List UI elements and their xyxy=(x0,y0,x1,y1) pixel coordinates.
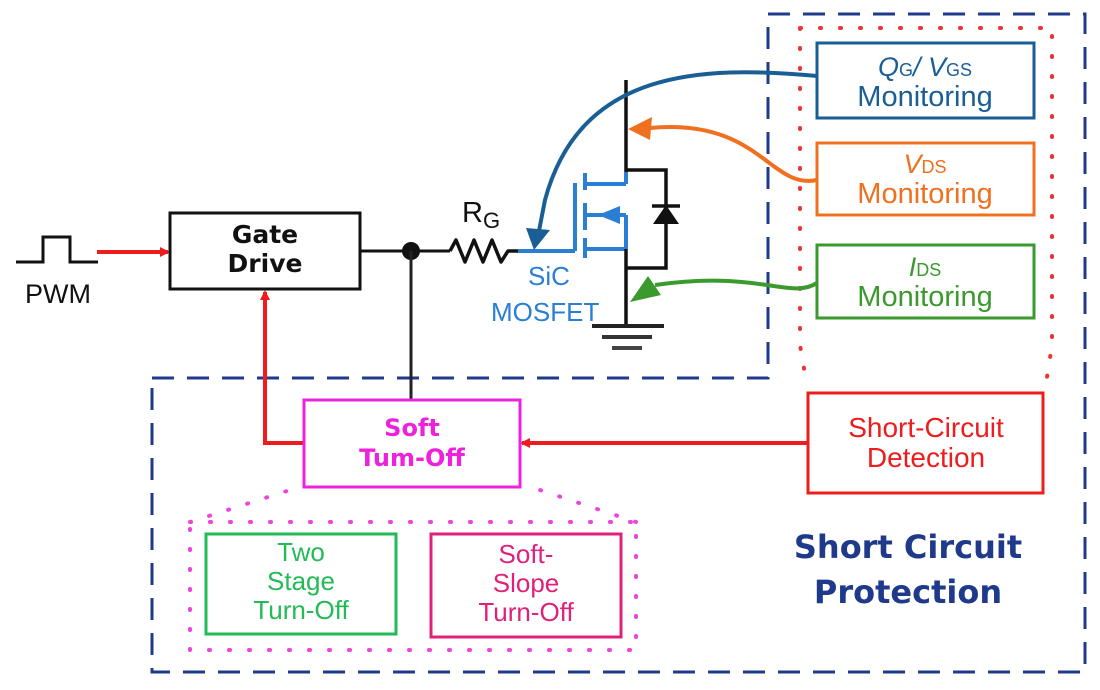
detection-label-line2: Detection xyxy=(867,442,985,473)
resistor-label: RG xyxy=(462,197,500,233)
soft-turnoff-block[interactable]: Soft Tum-Off xyxy=(302,398,522,489)
vgs-symbol: V xyxy=(928,52,949,82)
gate-drive-block[interactable]: Gate Drive xyxy=(168,211,362,291)
two-stage-line3: Turn-Off xyxy=(253,595,349,625)
ids-sense-curve xyxy=(654,278,819,291)
qg-vgs-monitoring-block[interactable]: QG/ VGS Monitoring xyxy=(815,41,1036,120)
qg-symbol: Q xyxy=(878,52,899,82)
vgs-subscript: GS xyxy=(946,60,972,80)
two-stage-line2: Stage xyxy=(267,566,335,596)
qg-vgs-title: QG/ VGS xyxy=(878,52,972,82)
soft-turnoff-to-gate-drive-path xyxy=(260,290,304,445)
ids-symbol: I xyxy=(909,252,917,282)
soft-turnoff-label-line1: Soft xyxy=(384,414,440,442)
soft-slope-line3: Turn-Off xyxy=(478,597,574,627)
mosfet-label-line2: MOSFET xyxy=(491,297,599,327)
gate-drive-label-line2: Drive xyxy=(228,249,303,278)
gate-resistor-icon xyxy=(448,238,518,264)
protection-title-line1: Short Circuit xyxy=(794,528,1022,566)
monitoring-group-boundary xyxy=(798,26,1054,392)
short-circuit-detection-block[interactable]: Short-Circuit Detection xyxy=(806,391,1045,495)
vds-arrowhead-icon xyxy=(628,117,652,140)
soft-slope-line1: Soft- xyxy=(499,539,554,569)
body-diode-icon xyxy=(653,205,679,224)
pwm-source: PWM xyxy=(16,235,98,309)
two-stage-line1: Two xyxy=(277,537,325,567)
ground-icon xyxy=(592,324,664,350)
soft-slope-line2: Slope xyxy=(493,568,560,598)
pwm-label: PWM xyxy=(25,279,91,309)
ids-monitoring-label: Monitoring xyxy=(857,281,992,313)
qg-vgs-arrowhead-icon xyxy=(526,228,550,250)
pwm-waveform-icon xyxy=(16,235,98,264)
resistor-label-subscript: G xyxy=(483,208,500,233)
gate-drive-label-line1: Gate xyxy=(232,220,298,249)
qg-vgs-sense-curve xyxy=(536,70,818,237)
vds-subscript: DS xyxy=(922,157,947,177)
ids-subscript: DS xyxy=(916,260,941,280)
soft-turnoff-label-line2: Tum-Off xyxy=(359,444,465,472)
ids-monitoring-block[interactable]: IDS Monitoring xyxy=(815,243,1036,320)
vds-title: VDS xyxy=(903,149,946,179)
two-stage-turnoff-block[interactable]: Two Stage Turn-Off xyxy=(204,532,398,636)
qg-vgs-monitoring-label: Monitoring xyxy=(857,81,992,113)
soft-slope-turnoff-block[interactable]: Soft- Slope Turn-Off xyxy=(429,532,623,639)
protection-title-line2: Protection xyxy=(814,573,1002,611)
resistor-label-main: R xyxy=(462,197,483,229)
vds-symbol: V xyxy=(903,149,924,179)
turnoff-methods-boundary xyxy=(188,488,638,652)
qg-subscript: G xyxy=(899,60,913,80)
vds-monitoring-block[interactable]: VDS Monitoring xyxy=(815,141,1036,217)
mosfet-label-line1: SiC xyxy=(528,261,570,291)
vds-sense-curve xyxy=(649,125,818,183)
vds-monitoring-label: Monitoring xyxy=(857,178,992,210)
detection-label-line1: Short-Circuit xyxy=(848,412,1004,443)
ids-arrowhead-icon xyxy=(630,276,661,302)
ids-title: IDS xyxy=(909,252,942,282)
protection-boundary xyxy=(150,12,1087,674)
slash: / xyxy=(911,52,928,82)
